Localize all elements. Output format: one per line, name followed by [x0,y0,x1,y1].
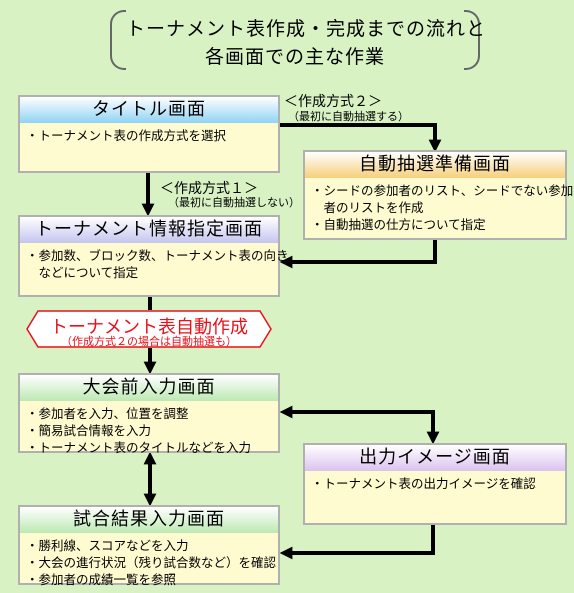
bullet-item: ・トーナメント表の作成方式を選択 [26,128,227,143]
diagram-title: トーナメント表作成・完成までの流れと 各画面での主な作業 [110,8,487,70]
box-output-image: 出力イメージ画面 ・トーナメント表の出力イメージを確認 [303,443,567,525]
box-result-input-header: 試合結果入力画面 [20,507,278,533]
bullet-item: ・勝利線、スコアなどを入力 [26,538,189,553]
auto-generate-note: （作成方式２の場合は自動抽選も） [61,335,237,348]
bullet-item: ・参加者の成績一覧を参照 [26,572,177,587]
auto-generate-badge: トーナメント表自動作成 （作成方式２の場合は自動抽選も） [26,310,272,348]
box-auto-prep-header: 自動抽選準備画面 [305,152,565,178]
bullet-item: ・トーナメント表のタイトルなどを入力 [26,440,252,455]
title-line-1: トーナメント表作成・完成までの流れと [126,18,487,40]
badge-shape [26,310,272,348]
box-pre-input-header: 大会前入力画面 [20,375,278,401]
box-tournament-info-body: ・参加数、ブロック数、トーナメント表の向き などについて指定 [26,247,289,281]
arrow-pre-input-output-image [279,405,440,445]
method1-label: ＜作成方式１＞ [160,181,258,197]
bullet-item: ・参加者を入力、位置を調整 [26,406,189,421]
bullet-item: ・自動抽選の仕方について指定 [311,217,486,232]
method2-note: （最初に自動抽選する） [288,110,409,123]
auto-generate-title: トーナメント表自動作成 [50,317,248,338]
box-title-screen: タイトル画面 ・トーナメント表の作成方式を選択 [18,95,280,173]
box-pre-input: 大会前入力画面 ・参加者を入力、位置を調整 ・簡易試合情報を入力 ・トーナメント… [18,373,280,456]
bullet-item: などについて指定 [26,265,139,280]
bullet-item: ・シードの参加者のリスト、シードでない参加 [311,183,574,198]
title-line-2: 各画面での主な作業 [204,46,385,68]
box-output-image-header: 出力イメージ画面 [305,445,565,471]
box-output-image-body: ・トーナメント表の出力イメージを確認 [311,475,561,492]
bullet-item: 者のリストを作成 [311,200,424,215]
method1-note: （最初に自動抽選しない） [168,196,300,209]
bullet-item: ・参加数、ブロック数、トーナメント表の向き [26,248,289,263]
box-auto-prep: 自動抽選準備画面 ・シードの参加者のリスト、シードでない参加 者のリストを作成 … [303,150,574,240]
bullet-item: ・大会の進行状況（残り試合数など）を確認 [26,555,277,570]
bullet-item: ・簡易試合情報を入力 [26,423,152,438]
method2-label: ＜作成方式２＞ [284,94,382,110]
box-tournament-info: トーナメント情報指定画面 ・参加数、ブロック数、トーナメント表の向き などについ… [18,215,289,297]
arrow-output-image-to-result-input [279,525,435,560]
box-pre-input-body: ・参加者を入力、位置を調整 ・簡易試合情報を入力 ・トーナメント表のタイトルなど… [26,405,274,456]
box-title-screen-body: ・トーナメント表の作成方式を選択 [26,127,274,144]
box-auto-prep-body: ・シードの参加者のリスト、シードでない参加 者のリストを作成 ・自動抽選の仕方に… [311,182,574,233]
arrow-auto-prep-to-tournament-info [279,240,437,269]
box-tournament-info-header: トーナメント情報指定画面 [20,217,278,243]
bullet-item: ・トーナメント表の出力イメージを確認 [311,476,536,491]
box-title-screen-header: タイトル画面 [20,97,278,123]
arrow-title-to-auto-prep [280,123,442,153]
box-result-input-body: ・勝利線、スコアなどを入力 ・大会の進行状況（残り試合数など）を確認 ・参加者の… [26,537,277,588]
box-result-input: 試合結果入力画面 ・勝利線、スコアなどを入力 ・大会の進行状況（残り試合数など）… [18,505,280,588]
left-bracket [110,10,126,70]
